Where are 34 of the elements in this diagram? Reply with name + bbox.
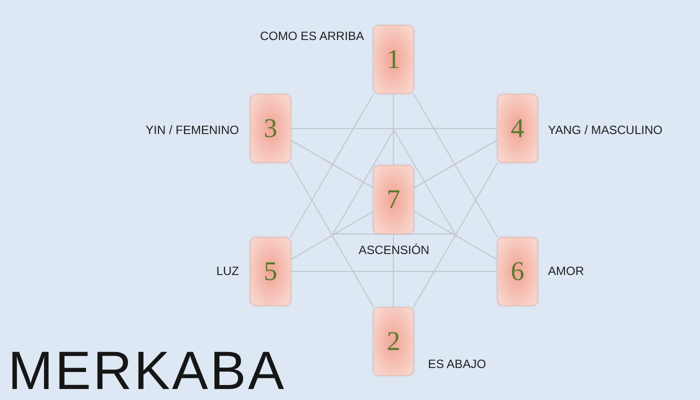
card-number: 5 [264, 258, 278, 285]
tarot-card [497, 237, 538, 306]
connector-line [290, 140, 374, 188]
card-caption: AMOR [548, 265, 584, 277]
connector-line [414, 210, 498, 260]
card-caption: LUZ [216, 265, 239, 277]
connector-line [392, 234, 394, 307]
tarot-card [373, 165, 414, 234]
tarot-card [250, 94, 291, 163]
tarot-card [497, 94, 538, 163]
card-caption: YIN / FEMENINO [146, 124, 239, 136]
connector-line [290, 210, 374, 260]
connector-line [290, 162, 374, 308]
card-number: 3 [264, 115, 278, 142]
tarot-card [250, 237, 291, 306]
card-number: 2 [386, 328, 400, 355]
connector-line [291, 270, 497, 272]
card-caption: COMO ES ARRIBA [260, 30, 364, 42]
connector-line [413, 162, 498, 308]
connector-line [413, 94, 498, 238]
connector-line [291, 128, 497, 130]
card-number: 1 [386, 46, 400, 73]
tarot-card [373, 307, 414, 376]
card-caption: ASCENSIÓN [358, 244, 430, 256]
card-number: 7 [386, 186, 400, 213]
connector-line [392, 94, 394, 165]
connector-line [290, 94, 374, 238]
card-caption: YANG / MASCULINO [548, 124, 662, 136]
card-caption: ES ABAJO [428, 358, 486, 370]
card-number: 4 [510, 115, 524, 142]
card-number: 6 [510, 258, 524, 285]
connector-line [414, 140, 498, 188]
tarot-card [373, 25, 414, 94]
title: MERKABA [8, 344, 286, 398]
